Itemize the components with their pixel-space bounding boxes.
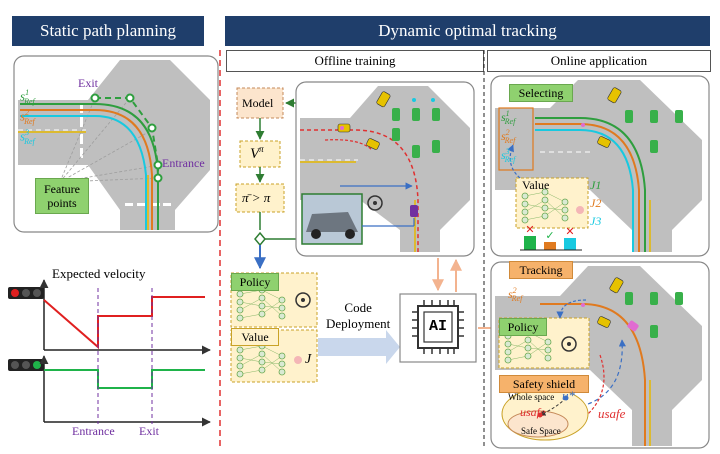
j1-label: J1 <box>590 178 602 192</box>
velocity-title: Expected velocity <box>52 266 146 281</box>
j2-label: J2 <box>590 196 602 210</box>
u-safe-output-label: usafe <box>598 406 626 421</box>
j3-label: J3 <box>590 214 602 228</box>
whole-space-label: Whole space <box>508 392 555 402</box>
exit-label: Exit <box>78 76 98 90</box>
svg-text:✕: ✕ <box>525 224 534 236</box>
online-header: Online application <box>487 50 711 72</box>
selecting-label: Selecting <box>509 84 573 102</box>
feature-points-label: Feature points <box>35 178 89 214</box>
tracking-ref-label: s2Ref <box>508 286 523 304</box>
tracking-policy-label: Policy <box>499 318 547 336</box>
online-ref-3: s3Ref <box>501 147 516 165</box>
model-label: Model <box>242 96 274 110</box>
u-safe-label: usafe <box>520 405 546 419</box>
j-label: J <box>305 352 312 367</box>
online-ref-1: s1Ref <box>501 109 516 127</box>
entrance-label: Entrance <box>162 156 205 170</box>
svg-text:✓: ✓ <box>545 230 554 242</box>
online-ref-2: s2Ref <box>501 128 516 146</box>
velocity-exit-label: Exit <box>139 424 159 438</box>
value-fn-label: Vπ <box>250 144 264 162</box>
selecting-value-label: Value <box>522 178 550 192</box>
tracking-label: Tracking <box>509 261 573 279</box>
static-header: Static path planning <box>12 16 204 46</box>
ref-label-3: s3Ref <box>20 128 35 146</box>
online-application: ✕ ✓ ✕ <box>490 75 710 449</box>
offline-header: Offline training <box>226 50 484 72</box>
offline-policy-label: Policy <box>231 273 279 291</box>
velocity-plots <box>8 279 211 427</box>
velocity-entrance-label: Entrance <box>72 424 115 438</box>
ref-label-2: s2Ref <box>20 108 35 126</box>
ref-label-1: s1Ref <box>20 88 35 106</box>
offline-value-label: Value <box>231 328 279 346</box>
u-star-label: u* <box>562 388 575 403</box>
safe-space-label: Safe Space <box>521 426 561 436</box>
code-deployment-label: Code Deployment <box>326 300 391 331</box>
dynamic-header: Dynamic optimal tracking <box>225 16 710 46</box>
safety-shield-label: Safety shield <box>499 375 589 393</box>
policy-improvement-label: π̄ > π <box>242 190 271 205</box>
svg-text:✕: ✕ <box>565 226 574 238</box>
ai-chip-label: AI <box>429 318 448 335</box>
